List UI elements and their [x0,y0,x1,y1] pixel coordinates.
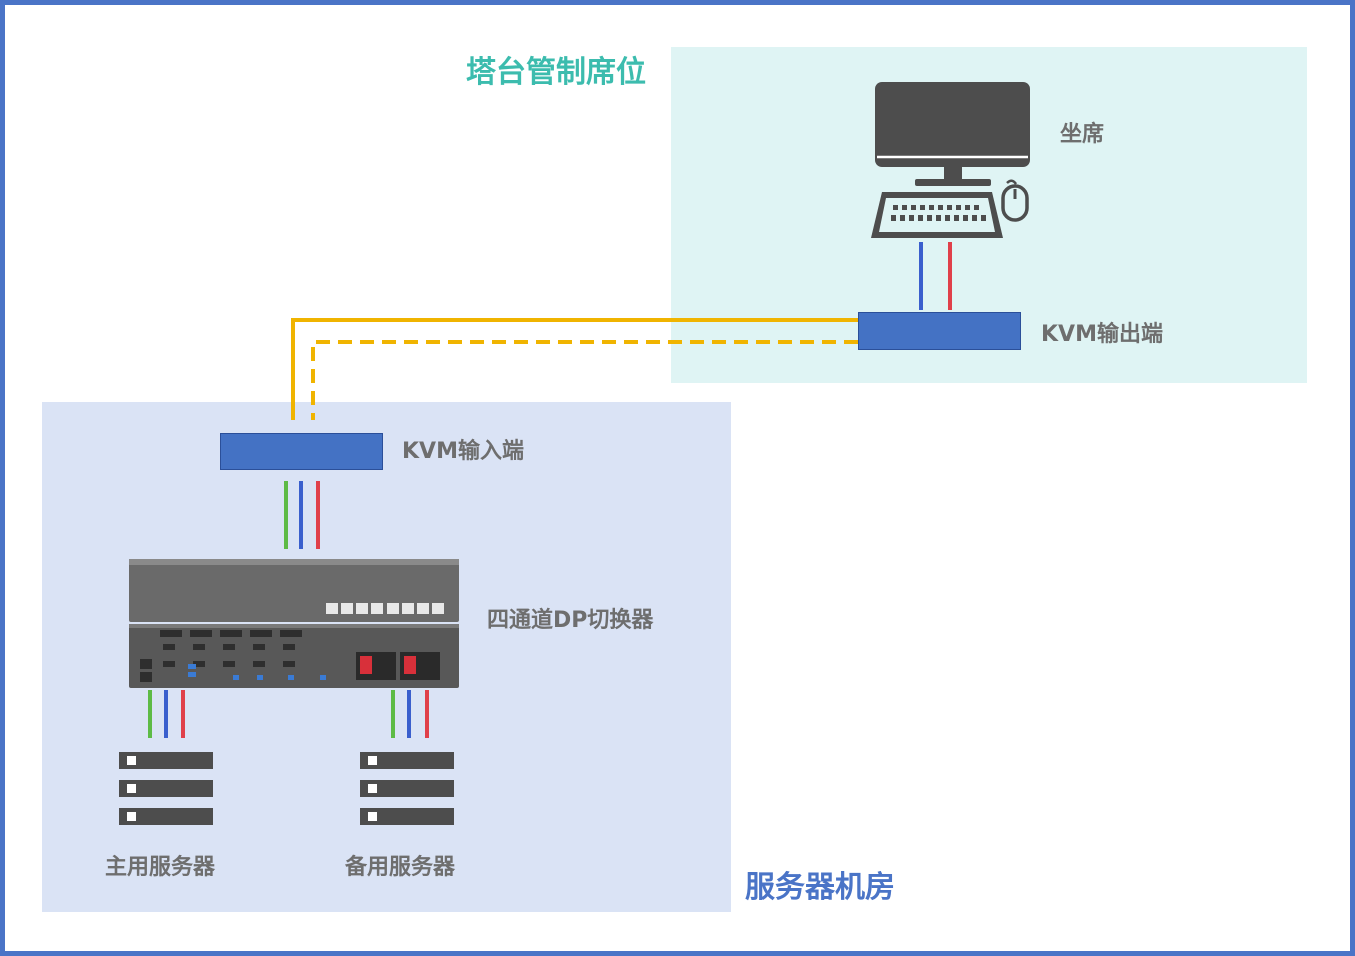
backup-server-label: 备用服务器 [345,855,456,880]
seat-label: 坐席 [1060,122,1105,147]
monitor-icon [875,82,1030,186]
fiber-line-dashed [311,340,858,420]
server-zone-title: 服务器机房 [745,870,895,905]
switcher-device-icon [129,559,459,688]
control-zone-title: 塔台管制席位 [466,55,646,90]
keyboard-icon [871,192,1003,238]
server-rack-icon [360,752,454,825]
fiber-line-solid [291,318,858,420]
server-rack-icon [119,752,213,825]
switcher-label: 四通道DP切换器 [487,608,654,633]
kvm-input-box [220,433,383,470]
mouse-icon [1001,179,1029,222]
kvm-input-label: KVM输入端 [402,439,524,464]
kvm-output-box [858,312,1021,350]
primary-server-label: 主用服务器 [105,855,216,880]
kvm-output-label: KVM输出端 [1041,322,1163,347]
